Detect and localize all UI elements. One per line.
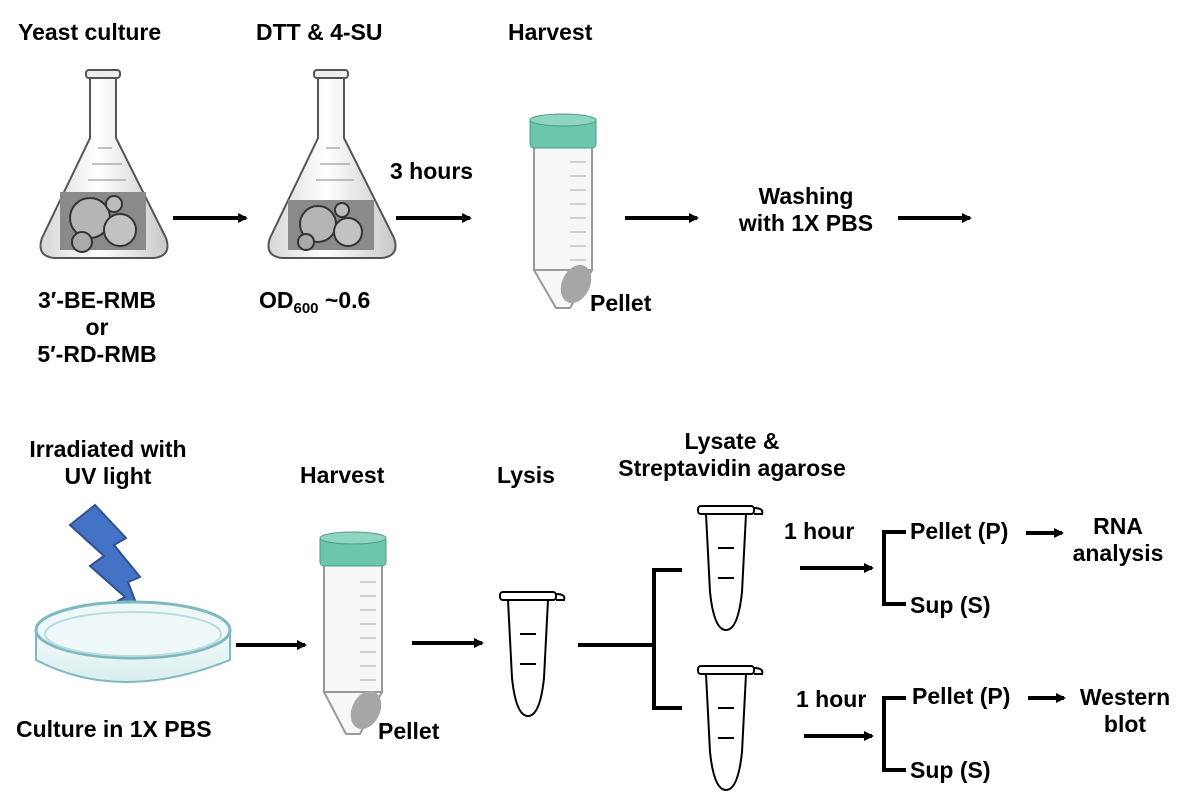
cell-image [60, 192, 146, 253]
label-strains: 3′-BE-RMB or 5′-RD-RMB [22, 287, 172, 368]
pellet-icon [560, 264, 592, 304]
irradiated-line1: Irradiated with [29, 436, 187, 462]
label-yeast-culture: Yeast culture [18, 19, 162, 45]
label-lower-sup: Sup (S) [910, 757, 991, 783]
rna-line1: RNA [1093, 513, 1143, 539]
label-washing: Washing with 1X PBS [718, 183, 894, 237]
label-harvest-bottom: Harvest [300, 462, 385, 488]
upper-fork [882, 530, 906, 606]
strain-line3: 5′-RD-RMB [37, 341, 157, 367]
label-rna-analysis: RNA analysis [1058, 513, 1178, 567]
od-suffix: ~0.6 [318, 287, 371, 313]
conical-tube-icon [529, 113, 597, 309]
label-culture-pbs: Culture in 1X PBS [16, 716, 212, 742]
lysate-line1: Lysate & [684, 428, 780, 454]
western-line2: blot [1103, 711, 1147, 737]
strain-line1: 3′-BE-RMB [38, 287, 156, 313]
western-line1: Western [1079, 684, 1171, 710]
label-upper-pellet: Pellet (P) [910, 518, 1009, 544]
od-subscript: 600 [293, 300, 319, 317]
split-bracket [652, 568, 682, 710]
label-pellet-bottom: Pellet [378, 718, 440, 744]
strain-line2: or [85, 314, 109, 340]
lysate-line2: Streptavidin agarose [618, 455, 846, 481]
pellet-icon [350, 690, 382, 730]
label-3-hours: 3 hours [390, 158, 474, 184]
label-upper-1hour: 1 hour [784, 518, 855, 544]
petri-dish-icon [34, 600, 232, 683]
label-pellet-top: Pellet [590, 290, 652, 316]
label-lower-1hour: 1 hour [796, 686, 867, 712]
label-lysis: Lysis [497, 462, 555, 488]
label-dtt-4su: DTT & 4-SU [256, 19, 383, 45]
label-od600: OD600 ~0.6 [259, 287, 370, 322]
label-harvest-top: Harvest [508, 19, 593, 45]
rna-line2: analysis [1072, 540, 1164, 566]
flask-icon [39, 69, 169, 259]
washing-line2: with 1X PBS [738, 210, 874, 236]
label-lysate: Lysate & Streptavidin agarose [592, 428, 872, 482]
irradiated-line2: UV light [64, 463, 152, 489]
conical-tube-icon [319, 531, 387, 735]
od-prefix: OD [259, 287, 294, 313]
flask-icon [267, 69, 397, 259]
label-upper-sup: Sup (S) [910, 592, 991, 618]
microtube-icon [499, 591, 566, 718]
label-irradiated: Irradiated with UV light [10, 436, 206, 490]
cell-image [288, 200, 374, 251]
washing-line1: Washing [758, 183, 854, 209]
lower-fork [882, 696, 906, 772]
microtube-icon [697, 505, 764, 632]
microtube-icon [697, 665, 764, 792]
label-western-blot: Western blot [1066, 684, 1184, 738]
label-lower-pellet: Pellet (P) [912, 683, 1011, 709]
